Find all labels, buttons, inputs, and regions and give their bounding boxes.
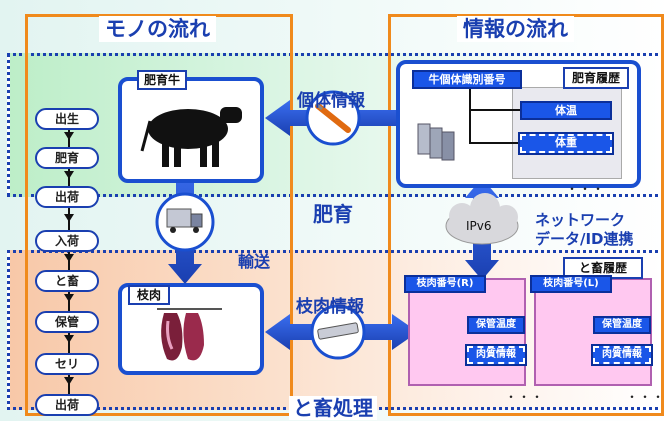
storage-temp-box-l: 保管温度 bbox=[593, 316, 651, 334]
transport-label: 輸送 bbox=[238, 252, 271, 271]
goods-flow-frame bbox=[25, 14, 293, 416]
process-step-fattening: 肥育 bbox=[35, 147, 99, 169]
carcass-number-l-box: 枝肉番号(L) bbox=[530, 275, 612, 293]
down-arrow-icon bbox=[64, 171, 74, 179]
more-items-indicator: ・・・ bbox=[626, 390, 666, 404]
down-arrow-icon bbox=[64, 377, 74, 385]
process-connector-line bbox=[68, 118, 70, 408]
process-step-storage: 保管 bbox=[35, 311, 99, 333]
carcass-number-r-box: 枝肉番号(R) bbox=[404, 275, 486, 293]
slaughter-zone-label: と畜処理 bbox=[289, 396, 377, 420]
process-step-slaughter: と畜 bbox=[35, 270, 99, 292]
down-arrow-icon bbox=[64, 254, 74, 262]
rfid-tag-icon bbox=[310, 304, 366, 360]
process-step-birth: 出生 bbox=[35, 108, 99, 130]
more-items-indicator: ・・・ bbox=[505, 390, 545, 404]
info-flow-title: 情報の流れ bbox=[457, 16, 574, 42]
carcass-icon bbox=[157, 308, 222, 361]
carcass-info-label: 枝肉情報 bbox=[296, 297, 364, 317]
cattle-label: 肥育牛 bbox=[137, 70, 187, 90]
meat-quality-box-r: 肉質情報 bbox=[465, 344, 527, 366]
fattening-zone-label: 肥育 bbox=[313, 202, 353, 226]
body-weight-box: 体重 bbox=[518, 132, 614, 155]
cloud-icon bbox=[445, 193, 519, 245]
truck-icon bbox=[155, 192, 215, 252]
server-icon bbox=[417, 123, 455, 161]
fattening-history-title: 肥育履歴 bbox=[563, 67, 629, 89]
meat-quality-box-l: 肉質情報 bbox=[591, 344, 653, 366]
individual-info-label: 個体情報 bbox=[297, 91, 365, 111]
data-id-link-label: データ/ID連携 bbox=[535, 230, 634, 248]
carcass-panel bbox=[118, 283, 264, 375]
cattle-panel bbox=[118, 77, 264, 183]
network-label: ネットワーク bbox=[535, 211, 626, 229]
storage-temp-box-r: 保管温度 bbox=[467, 316, 525, 334]
process-step-receiving: 入荷 bbox=[35, 230, 99, 252]
down-arrow-icon bbox=[64, 335, 74, 343]
cow-icon bbox=[140, 107, 242, 167]
more-items-indicator: ・・・ bbox=[566, 182, 606, 196]
down-arrow-icon bbox=[64, 132, 74, 140]
slaughter-history-title: と畜履歴 bbox=[563, 257, 643, 279]
process-step-final-shipping: 出荷 bbox=[35, 394, 99, 416]
cattle-id-number-box: 牛個体識別番号 bbox=[412, 70, 522, 89]
process-step-auction: セリ bbox=[35, 353, 99, 375]
info-flow-frame bbox=[388, 14, 664, 416]
down-arrow-icon bbox=[64, 294, 74, 302]
carcass-label: 枝肉 bbox=[128, 285, 170, 305]
ipv6-label: IPv6 bbox=[466, 219, 492, 233]
rfid-tag-icon bbox=[305, 90, 361, 146]
process-step-shipping: 出荷 bbox=[35, 186, 99, 208]
goods-flow-title: モノの流れ bbox=[99, 16, 216, 42]
body-temp-box: 体温 bbox=[520, 101, 612, 120]
down-arrow-icon bbox=[64, 214, 74, 222]
